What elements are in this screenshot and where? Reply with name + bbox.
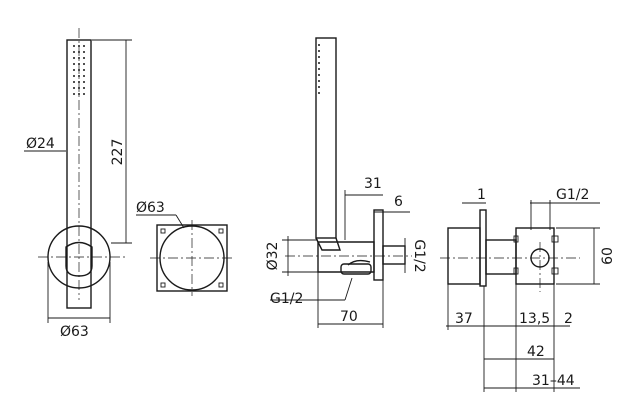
- plate-diameter-label: Ø63: [136, 200, 165, 216]
- hose-connector: [340, 263, 372, 275]
- side-shower-body: [315, 37, 337, 239]
- body-diameter-label: Ø32: [265, 242, 281, 271]
- body-lug: [551, 235, 559, 243]
- side-view: Ø32 31 6 G1/2 G1/2 70: [265, 37, 427, 328]
- plate-view: Ø63: [136, 200, 234, 296]
- holder-body: [317, 241, 375, 273]
- head-diameter-label: Ø24: [26, 136, 55, 152]
- plate-hole: [160, 228, 166, 234]
- thread-right-label: G1/2: [411, 239, 427, 272]
- body-lug: [513, 267, 519, 275]
- base-diameter-label: Ø63: [60, 324, 89, 340]
- nozzle-grid: [73, 45, 85, 95]
- dim-13-5-label: 13,5: [519, 311, 550, 327]
- total-height-label: 227: [110, 139, 126, 166]
- dim-2-label: 2: [564, 311, 573, 327]
- hand-shower-body: [66, 39, 92, 309]
- offset-6-label: 6: [394, 194, 403, 210]
- dim-42-label: 42: [527, 344, 545, 360]
- plate-hole: [218, 282, 224, 288]
- section-rosette: [447, 227, 481, 285]
- offset-31-label: 31: [364, 176, 382, 192]
- plate-hole: [160, 282, 166, 288]
- d63-leader-diag: [175, 214, 185, 229]
- plate-hole: [218, 228, 224, 234]
- section-wall-plate: [479, 209, 487, 287]
- side-wall-plate: [373, 209, 384, 281]
- dim-range-label: 31–44: [532, 373, 575, 389]
- thread-bottom-label: G1/2: [270, 291, 303, 307]
- dim-37-label: 37: [455, 311, 473, 327]
- depth-70-label: 70: [340, 309, 358, 325]
- handle-taper: [315, 237, 341, 251]
- body-lug: [513, 235, 519, 243]
- thread-stub: [382, 245, 406, 265]
- side-nozzle-dots: [318, 44, 320, 94]
- front-view: Ø24 227 Ø63: [24, 28, 132, 340]
- wall-1-label: 1: [477, 187, 486, 203]
- section-body: [515, 227, 555, 285]
- body-lug: [551, 267, 559, 275]
- section-view: 1 G1/2 60 37 13,5 2 42 31–44: [440, 187, 616, 392]
- g12-bottom-leader-diag: [344, 277, 353, 301]
- holder: [65, 241, 93, 277]
- height-60-label: 60: [600, 247, 616, 265]
- section-sleeve: [485, 239, 517, 275]
- thread-top-label: G1/2: [556, 187, 589, 203]
